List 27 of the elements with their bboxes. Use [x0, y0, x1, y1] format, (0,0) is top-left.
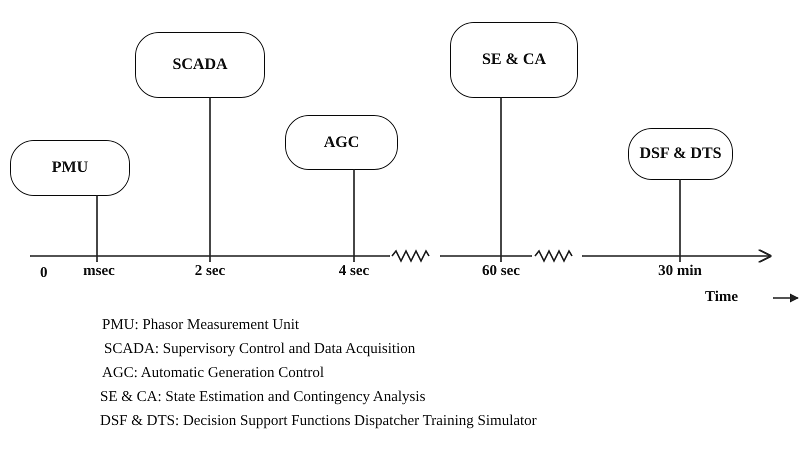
connector-line — [679, 180, 681, 262]
tick-label: msec — [83, 262, 115, 280]
tick-label: 4 sec — [338, 262, 370, 280]
event-box — [628, 128, 733, 180]
tick-label: 2 sec — [194, 262, 226, 280]
box-label: PMU — [52, 159, 88, 177]
event-box — [10, 140, 130, 196]
connector-line — [353, 170, 355, 262]
abbreviation-note: PMU: Phasor Measurement Unit — [102, 317, 300, 334]
tick-label: 60 sec — [482, 262, 520, 280]
box-label: DSF & DTS — [639, 145, 722, 163]
abbreviation-note: DSF & DTS: Decision Support Functions Dispatcher Training Simulator — [100, 413, 537, 430]
box-label: SCADA — [172, 56, 228, 74]
abbreviation-note: AGC: Automatic Generation Control — [102, 365, 324, 382]
axis-title: Time — [705, 289, 738, 306]
event-box — [450, 22, 578, 98]
connector-line — [96, 196, 98, 262]
event-box — [135, 32, 265, 98]
tick-label: 0 — [40, 265, 48, 282]
tick-label: 30 min — [658, 262, 702, 280]
abbreviation-note: SE & CA: State Estimation and Contingency Analysis — [100, 389, 426, 406]
connector-line — [500, 98, 502, 262]
abbreviation-note: SCADA: Supervisory Control and Data Acquisition — [104, 341, 416, 358]
box-label: SE & CA — [482, 51, 546, 69]
event-box — [285, 115, 398, 170]
box-label: AGC — [324, 134, 360, 152]
connector-line — [209, 98, 211, 262]
